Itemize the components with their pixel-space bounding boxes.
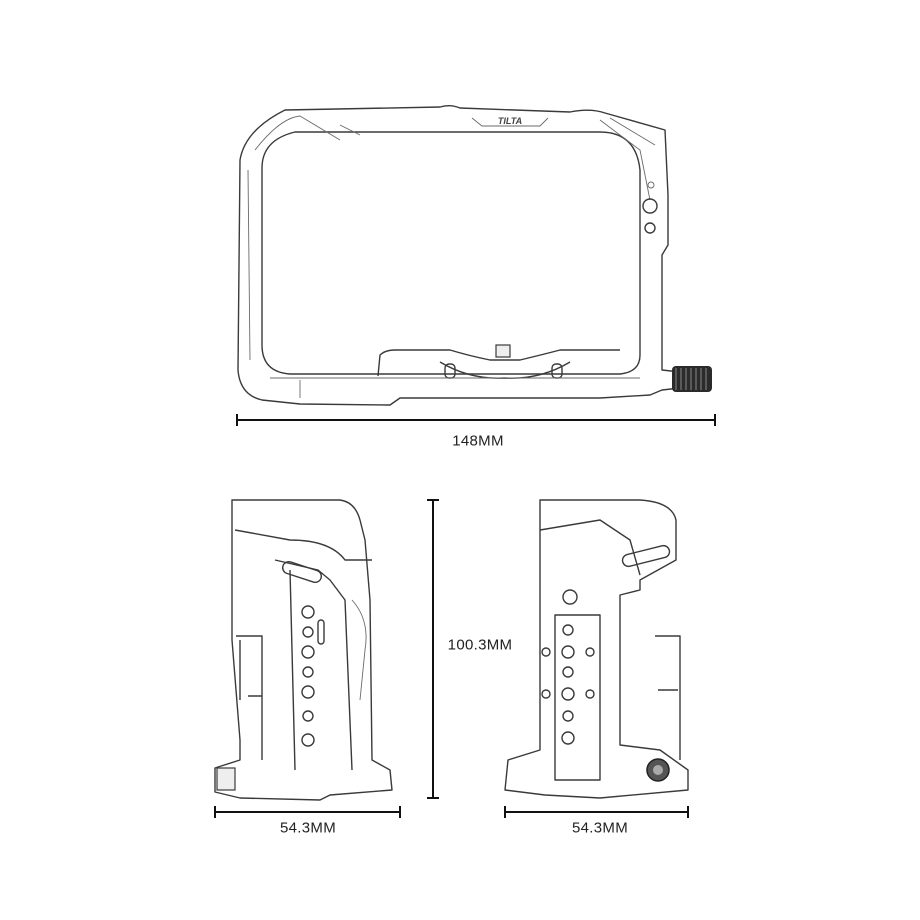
knob-icon: [672, 366, 712, 392]
front-view-drawing: TILTA: [237, 105, 712, 406]
dimension-height-line: [427, 499, 439, 799]
dimension-depth-left-line: [214, 806, 401, 818]
right-side-view-drawing: [504, 499, 689, 799]
dimension-depth-right-line: [504, 806, 689, 818]
left-side-view-drawing: [214, 499, 393, 801]
width-label: 148MM: [452, 432, 504, 450]
dimension-width-line: [236, 414, 716, 426]
depth-left-label: 54.3MM: [280, 819, 336, 837]
brand-logo: TILTA: [498, 116, 522, 126]
depth-right-label: 54.3MM: [572, 819, 628, 837]
height-label: 100.3MM: [447, 636, 513, 654]
